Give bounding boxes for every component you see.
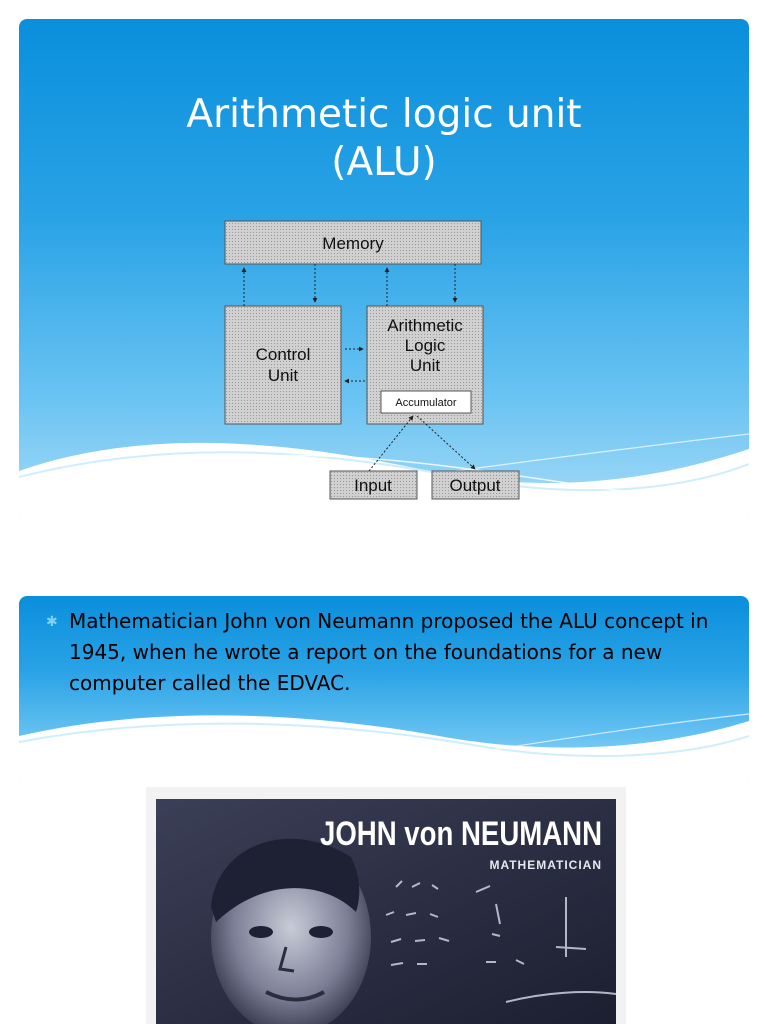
bullet-text: Mathematician John von Neumann proposed … [69, 609, 709, 695]
wave-decoration [19, 713, 749, 786]
memory-box [224, 220, 482, 265]
star-bullet-icon: ✱ [46, 614, 58, 630]
slide-alu-diagram: Arithmetic logic unit (ALU) Memory Contr… [19, 19, 749, 522]
input-box [329, 470, 418, 500]
output-box [431, 470, 520, 500]
portrait-image: JOHN von NEUMANN MATHEMATICIAN [156, 799, 617, 1024]
accumulator-label: Accumulator [395, 397, 456, 409]
photo-name: JOHN von NEUMANN [320, 815, 602, 853]
accumulator-box [380, 390, 472, 414]
control-unit-label-2: Unit [268, 366, 299, 385]
slide-title: Arithmetic logic unit (ALU) [19, 91, 749, 187]
title-line-1: Arithmetic logic unit [186, 92, 582, 137]
arrow-accumulator-to-output [416, 415, 476, 470]
title-line-2: (ALU) [331, 140, 437, 185]
input-label: Input [354, 476, 392, 495]
control-unit-label-1: Control [256, 345, 311, 364]
slide-von-neumann-text: ✱ Mathematician John von Neumann propose… [19, 596, 749, 786]
control-unit-box [224, 305, 342, 425]
von-neumann-photo: JOHN von NEUMANN MATHEMATICIAN [146, 787, 626, 1024]
alu-label-1: Arithmetic [387, 316, 463, 335]
alu-label-3: Unit [410, 356, 441, 375]
alu-block-diagram: Memory Control Unit Arithmetic Logic Uni… [224, 220, 520, 500]
memory-label: Memory [322, 234, 384, 253]
photo-caption: MATHEMATICIAN [489, 858, 602, 872]
alu-label-2: Logic [405, 336, 446, 355]
output-label: Output [449, 476, 500, 495]
